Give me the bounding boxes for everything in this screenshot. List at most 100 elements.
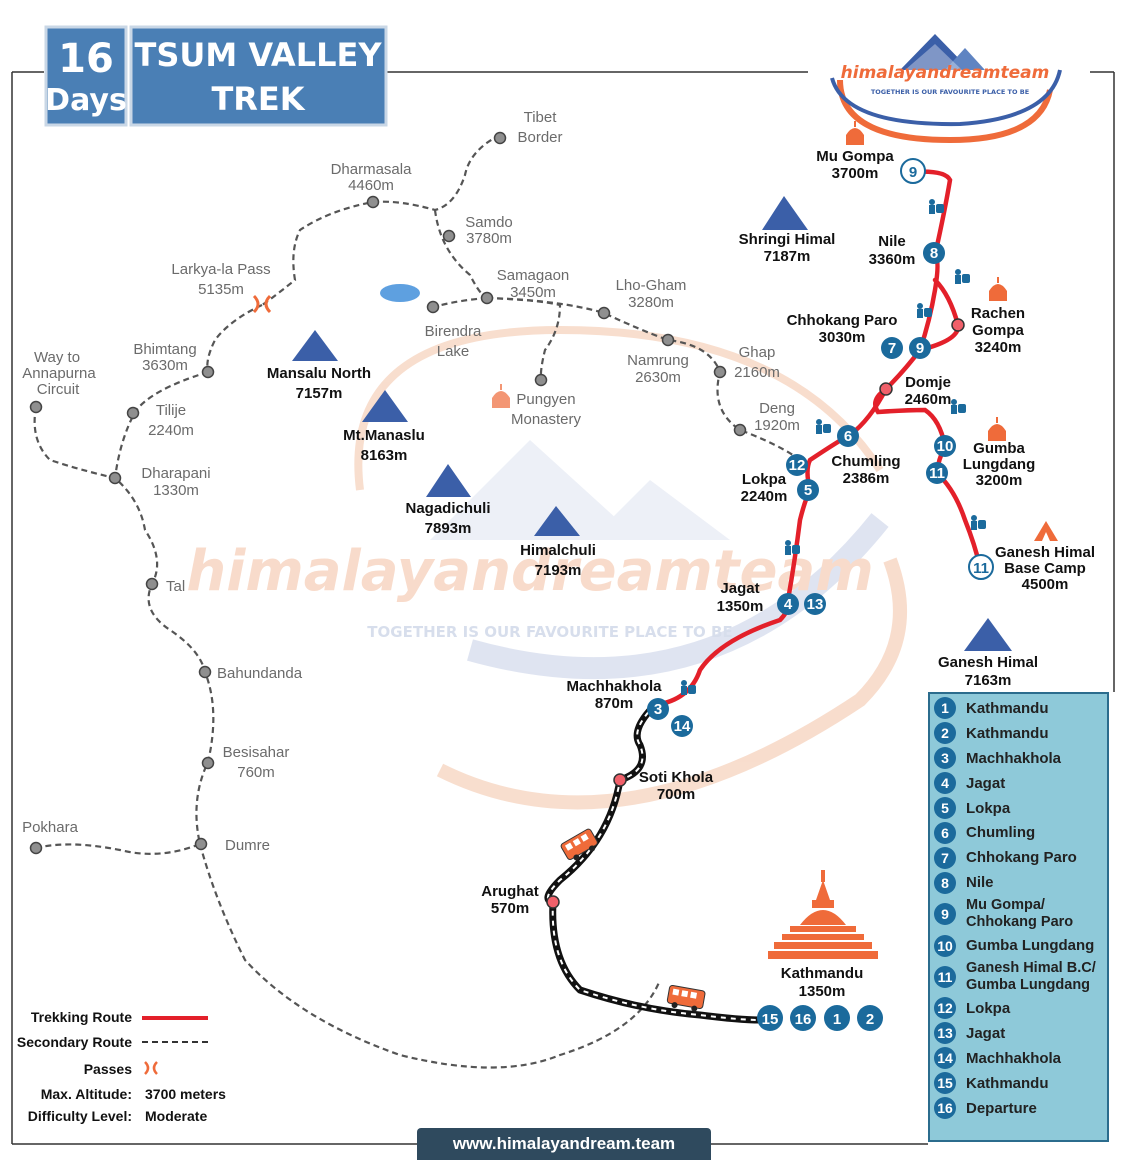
soti-khola-label: Soti Khola <box>639 769 714 786</box>
besisahar-alt: 760m <box>237 764 275 781</box>
itinerary-day-number: 6 <box>934 821 956 844</box>
itinerary-item: 4 Jagat <box>934 771 1103 796</box>
itinerary-label-line: Jagat <box>966 774 1006 792</box>
pokhara-label: Pokhara <box>22 819 79 836</box>
day-badge: 15 <box>757 1005 783 1031</box>
himalchuli-label: Himalchuli <box>520 542 596 559</box>
manaslu-alt: 8163m <box>361 447 408 464</box>
itinerary-day-number: 8 <box>934 871 956 894</box>
hiker-icon <box>681 199 986 695</box>
besisahar-label: Besisahar <box>223 744 290 761</box>
svg-text:2: 2 <box>866 1011 874 1028</box>
nagadichuli-alt: 7893m <box>425 520 472 537</box>
itinerary-day-number: 10 <box>934 934 956 957</box>
bus-icon <box>560 828 706 1012</box>
footer-url[interactable]: www.himalayandream.team <box>417 1128 711 1160</box>
arughat-label: Arughat <box>481 883 539 900</box>
larkya-pass-alt: 5135m <box>198 281 244 298</box>
map-frame <box>11 71 1115 1145</box>
day-badge: 9 <box>909 337 931 359</box>
mountain-icon <box>292 196 1012 651</box>
mountain-logo-icon <box>900 34 985 70</box>
svg-text:15: 15 <box>762 1011 779 1028</box>
itinerary-label-line: Chhokang Paro <box>966 914 1074 931</box>
logo-tagline: TOGETHER IS OUR FAVOURITE PLACE TO BE <box>871 88 1029 96</box>
jagat-label: Jagat <box>720 580 759 597</box>
trek-stops <box>546 318 965 909</box>
lho-gham-label: Lho-Gham <box>616 277 687 294</box>
svg-text:1: 1 <box>833 1011 841 1028</box>
map-legend: Trekking Route Secondary Route Passes Ma… <box>17 1009 226 1124</box>
mansalu-north-label: Mansalu North <box>267 365 371 382</box>
itinerary-label: Ganesh Himal B.C/Gumba Lungdang <box>966 960 1096 994</box>
dharmasala-label: Dharmasala <box>331 161 413 178</box>
svg-text:4: 4 <box>784 596 793 613</box>
tal-label: Tal <box>166 578 185 595</box>
itinerary-label-line: Gumba Lungdang <box>966 977 1091 994</box>
itinerary-day-number: 4 <box>934 772 956 795</box>
tent-icon <box>1034 521 1058 541</box>
itinerary-day-number: 12 <box>934 997 956 1020</box>
lokpa-alt: 2240m <box>741 488 788 505</box>
secondary-stops <box>29 131 747 855</box>
itinerary-label: Mu Gompa/Chhokang Paro <box>966 897 1073 931</box>
svg-text:6: 6 <box>844 428 852 445</box>
svg-text:16: 16 <box>795 1011 812 1028</box>
itinerary-day-number: 16 <box>934 1097 956 1120</box>
day-badge: 11 <box>968 554 994 580</box>
day-badge: 10 <box>934 435 956 457</box>
namrung-alt: 2630m <box>635 369 681 386</box>
day-badge: 8 <box>923 242 945 264</box>
header-title-box: TSUM VALLEY TREK <box>129 25 388 127</box>
itinerary-item: 10 Gumba Lungdang <box>934 933 1103 958</box>
svg-text:9: 9 <box>916 340 924 357</box>
birendra-label-2: Lake <box>437 343 470 360</box>
soti-khola-alt: 700m <box>657 786 695 803</box>
day-badges: 8 7 9 6 12 5 10 11 4 13 3 14 15 16 1 2 <box>647 242 956 1031</box>
kathmandu-alt: 1350m <box>799 983 846 1000</box>
itinerary-day-number: 14 <box>934 1047 956 1070</box>
itinerary-day-number: 1 <box>934 697 956 720</box>
itinerary-day-number: 13 <box>934 1022 956 1045</box>
chhokang-paro-label: Chhokang Paro <box>787 312 898 329</box>
day-badge: 7 <box>881 337 903 359</box>
dharapani-alt: 1330m <box>153 482 199 499</box>
deng-alt: 1920m <box>754 417 800 434</box>
header-days-box: 16 Days <box>44 25 128 127</box>
nile-alt: 3360m <box>869 251 916 268</box>
day-badge: 5 <box>797 479 819 501</box>
domje-label: Domje <box>905 374 951 391</box>
watermark-brand: himalayandreamteam <box>186 539 873 604</box>
svg-text:5: 5 <box>804 482 812 499</box>
nagadichuli-label: Nagadichuli <box>405 500 490 517</box>
samdo-label: Samdo <box>465 214 513 231</box>
itinerary-label-line: Ganesh Himal B.C/ <box>966 960 1096 977</box>
legend-difficulty-value: Moderate <box>145 1108 207 1124</box>
stupa-icon <box>768 870 878 959</box>
day-badge: 4 <box>777 593 799 615</box>
itinerary-label: Gumba Lungdang <box>966 937 1094 954</box>
itinerary-label-line: Jagat <box>966 1024 1006 1042</box>
ganesh-bc-alt: 4500m <box>1022 576 1069 593</box>
itinerary-label-line: Chumling <box>966 824 1036 842</box>
svg-text:7: 7 <box>888 340 896 357</box>
svg-text:3: 3 <box>654 701 662 718</box>
pungyen-label: Pungyen <box>516 391 575 408</box>
bahundanda-label: Bahundanda <box>217 665 303 682</box>
mu-gompa-label: Mu Gompa <box>816 148 894 165</box>
samagaon-label: Samagaon <box>497 267 570 284</box>
lho-gham-alt: 3280m <box>628 294 674 311</box>
tibet-border-label-2: Border <box>517 129 562 146</box>
ghap-alt: 2160m <box>734 364 780 381</box>
svg-text:12: 12 <box>789 457 806 474</box>
mansalu-north-alt: 7157m <box>296 385 343 402</box>
day-badge: 1 <box>824 1005 850 1031</box>
dharapani-label: Dharapani <box>141 465 210 482</box>
itinerary-label: Lokpa <box>966 800 1010 817</box>
machhakhola-label: Machhakhola <box>566 678 662 695</box>
